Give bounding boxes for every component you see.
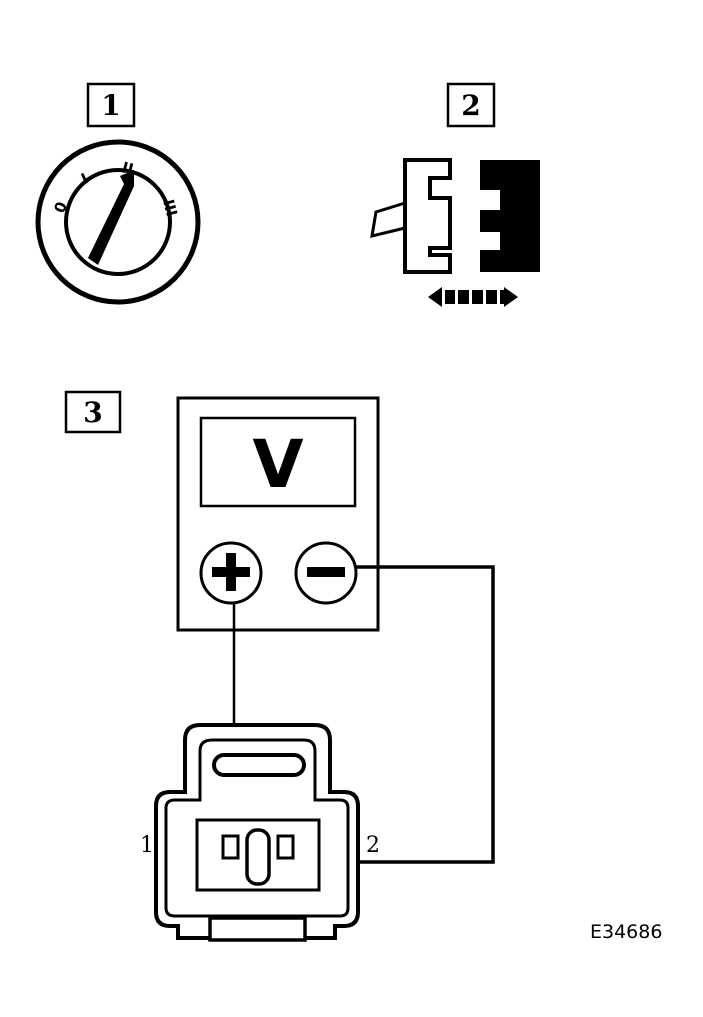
connector-key-slot: [212, 753, 306, 777]
ignition-switch-icon: 0 I II III: [35, 139, 201, 305]
step-1-box: [86, 82, 136, 128]
arrow-shaft-dash-5: [500, 290, 506, 304]
step-1-number: 1: [101, 89, 120, 122]
connector-disconnect-icon: [370, 158, 540, 307]
arrow-right-icon: [504, 287, 518, 307]
ignition-key-pointer: [88, 170, 134, 265]
plus-icon: [212, 553, 250, 591]
voltmeter-display-text: V: [252, 426, 303, 503]
connector-face: [154, 723, 360, 942]
negative-lead: [288, 565, 495, 864]
arrow-shaft-dash-4: [486, 290, 497, 304]
connector-half-right: [480, 160, 540, 272]
ignition-inner-ring: [64, 168, 172, 276]
connector-half-left: [403, 158, 452, 274]
ignition-position-3: III: [159, 198, 181, 219]
minus-icon: [307, 567, 345, 577]
connector-pin-2: [276, 834, 295, 860]
voltmeter-display: [199, 416, 357, 508]
connector-pin-1: [221, 834, 240, 860]
pin-1-label: 1: [140, 833, 154, 858]
arrow-shaft-dash-1: [445, 290, 455, 304]
connector-bottom-tab: [208, 916, 307, 942]
step-3-box: [64, 390, 122, 434]
connector-center-latch: [245, 828, 271, 886]
voltmeter: V: [176, 396, 380, 632]
step-3-number: 3: [83, 396, 102, 429]
step-2-number: 2: [461, 89, 480, 122]
connector-latch: [370, 201, 406, 238]
step-2: 2: [446, 82, 496, 128]
arrow-shaft-dash-3: [472, 290, 483, 304]
pin-2-label: 2: [366, 833, 380, 858]
arrow-shaft-dash-2: [458, 290, 469, 304]
connector-inner-shell: [164, 738, 350, 918]
step-3: 3: [64, 390, 122, 434]
arrow-left-icon: [428, 287, 442, 307]
step-2-box: [446, 82, 496, 128]
step-1: 1: [86, 82, 136, 128]
reference-code: E34686: [590, 921, 662, 943]
